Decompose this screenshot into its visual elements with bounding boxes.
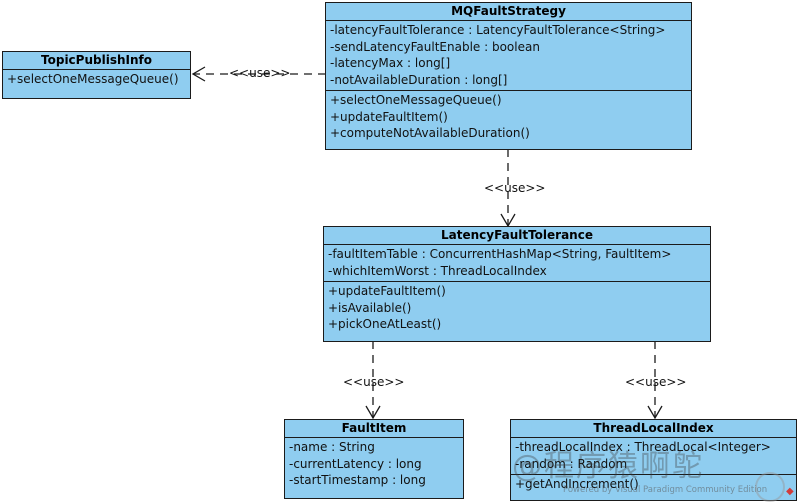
- attributes-section: -name : String -currentLatency : long -s…: [285, 438, 463, 491]
- attribute-row: -faultItemTable : ConcurrentHashMap<Stri…: [328, 247, 672, 261]
- class-name: LatencyFaultTolerance: [324, 227, 710, 245]
- operation-row: +pickOneAtLeast(): [328, 317, 442, 331]
- watermark-author: @程序猿啊鸵: [512, 449, 704, 484]
- attribute-row: -random : Random: [515, 456, 628, 471]
- use-label-topicpublishinfo: <<use>>: [229, 66, 291, 80]
- use-label-faultitem: <<use>>: [343, 375, 405, 389]
- attribute-row: -latencyMax : long[]: [330, 56, 451, 70]
- attribute-row: -sendLatencyFaultEnable : boolean: [330, 39, 540, 54]
- attribute-row: -latencyFaultTolerance : LatencyFaultTol…: [330, 23, 666, 37]
- use-arrowhead-topicpublishinfo: [191, 66, 206, 82]
- class-mqfaultstrategy[interactable]: MQFaultStrategy -latencyFaultTolerance :…: [325, 2, 692, 150]
- operation-row: +selectOneMessageQueue(): [330, 93, 502, 107]
- operations-section: +selectOneMessageQueue(): [3, 70, 190, 90]
- operations-section: +getAndIncrement(): [511, 474, 796, 495]
- attribute-row: -currentLatency : long: [289, 456, 422, 471]
- attributes-section: -latencyFaultTolerance : LatencyFaultTol…: [326, 21, 691, 90]
- attribute-row: -startTimestamp : long: [289, 473, 426, 487]
- attributes-section: -threadLocalIndex : ThreadLocal<Integer>…: [511, 438, 796, 474]
- watermark-credit: Powered by Visual Paradigm Community Edi…: [563, 485, 768, 495]
- operations-section: +updateFaultItem() +isAvailable() +pickO…: [324, 281, 710, 335]
- attribute-row: -threadLocalIndex : ThreadLocal<Integer>: [515, 440, 771, 454]
- attribute-row: -whichItemWorst : ThreadLocalIndex: [328, 263, 547, 278]
- use-label-latencyfaulttolerance: <<use>>: [484, 181, 546, 195]
- operation-row: +updateFaultItem(): [330, 109, 448, 124]
- class-name: MQFaultStrategy: [326, 3, 691, 21]
- class-name: FaultItem: [285, 420, 463, 438]
- use-arrowhead-faultitem: [365, 405, 381, 420]
- class-name: ThreadLocalIndex: [511, 420, 796, 438]
- operation-row: +isAvailable(): [328, 300, 412, 315]
- operation-row: +selectOneMessageQueue(): [7, 72, 179, 86]
- class-latencyfaulttolerance[interactable]: LatencyFaultTolerance -faultItemTable : …: [323, 226, 711, 342]
- use-arrowhead-threadlocalindex: [647, 405, 663, 420]
- class-topicpublishinfo[interactable]: TopicPublishInfo +selectOneMessageQueue(…: [2, 51, 191, 99]
- watermark-logo-icon: [755, 472, 785, 502]
- attribute-row: -notAvailableDuration : long[]: [330, 72, 508, 87]
- operation-row: +updateFaultItem(): [328, 284, 446, 298]
- class-faultitem[interactable]: FaultItem -name : String -currentLatency…: [284, 419, 464, 499]
- attributes-section: -faultItemTable : ConcurrentHashMap<Stri…: [324, 245, 710, 281]
- visual-paradigm-logo-icon: ◆: [786, 486, 794, 497]
- class-name: TopicPublishInfo: [3, 52, 190, 70]
- operation-row: +computeNotAvailableDuration(): [330, 126, 530, 140]
- class-threadlocalindex[interactable]: ThreadLocalIndex -threadLocalIndex : Thr…: [510, 419, 797, 501]
- use-label-threadlocalindex: <<use>>: [625, 375, 687, 389]
- operations-section: +selectOneMessageQueue() +updateFaultIte…: [326, 90, 691, 144]
- attribute-row: -name : String: [289, 440, 375, 454]
- operation-row: +getAndIncrement(): [515, 477, 639, 491]
